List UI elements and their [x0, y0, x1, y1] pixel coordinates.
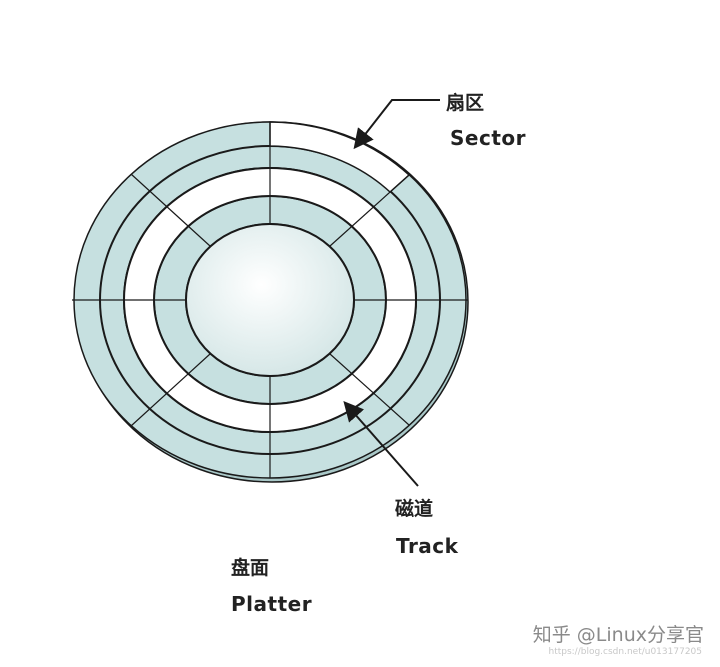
sector-arrow: [353, 99, 440, 150]
platter-label-en: Platter: [231, 592, 313, 616]
spoke-diag-lr: [329, 353, 410, 426]
watermark-url: https://blog.csdn.net/u013177205: [548, 647, 702, 657]
platter-label-cn: 盘面: [231, 557, 270, 579]
spoke-diag-ur: [329, 174, 410, 247]
sector-label-en: Sector: [450, 126, 526, 150]
spoke-diag-ul: [130, 173, 211, 247]
track-arrow: [343, 400, 419, 487]
sector-dividers: [72, 122, 468, 478]
sector-label-cn: 扇区: [446, 92, 485, 114]
platter-hub: [185, 223, 355, 377]
spoke-diag-ll: [130, 353, 211, 427]
watermark-text: 知乎 @Linux分享官: [532, 624, 704, 646]
track-label-cn: 磁道: [395, 498, 434, 520]
callout-arrows: [343, 99, 440, 487]
track-label-en: Track: [396, 534, 459, 558]
